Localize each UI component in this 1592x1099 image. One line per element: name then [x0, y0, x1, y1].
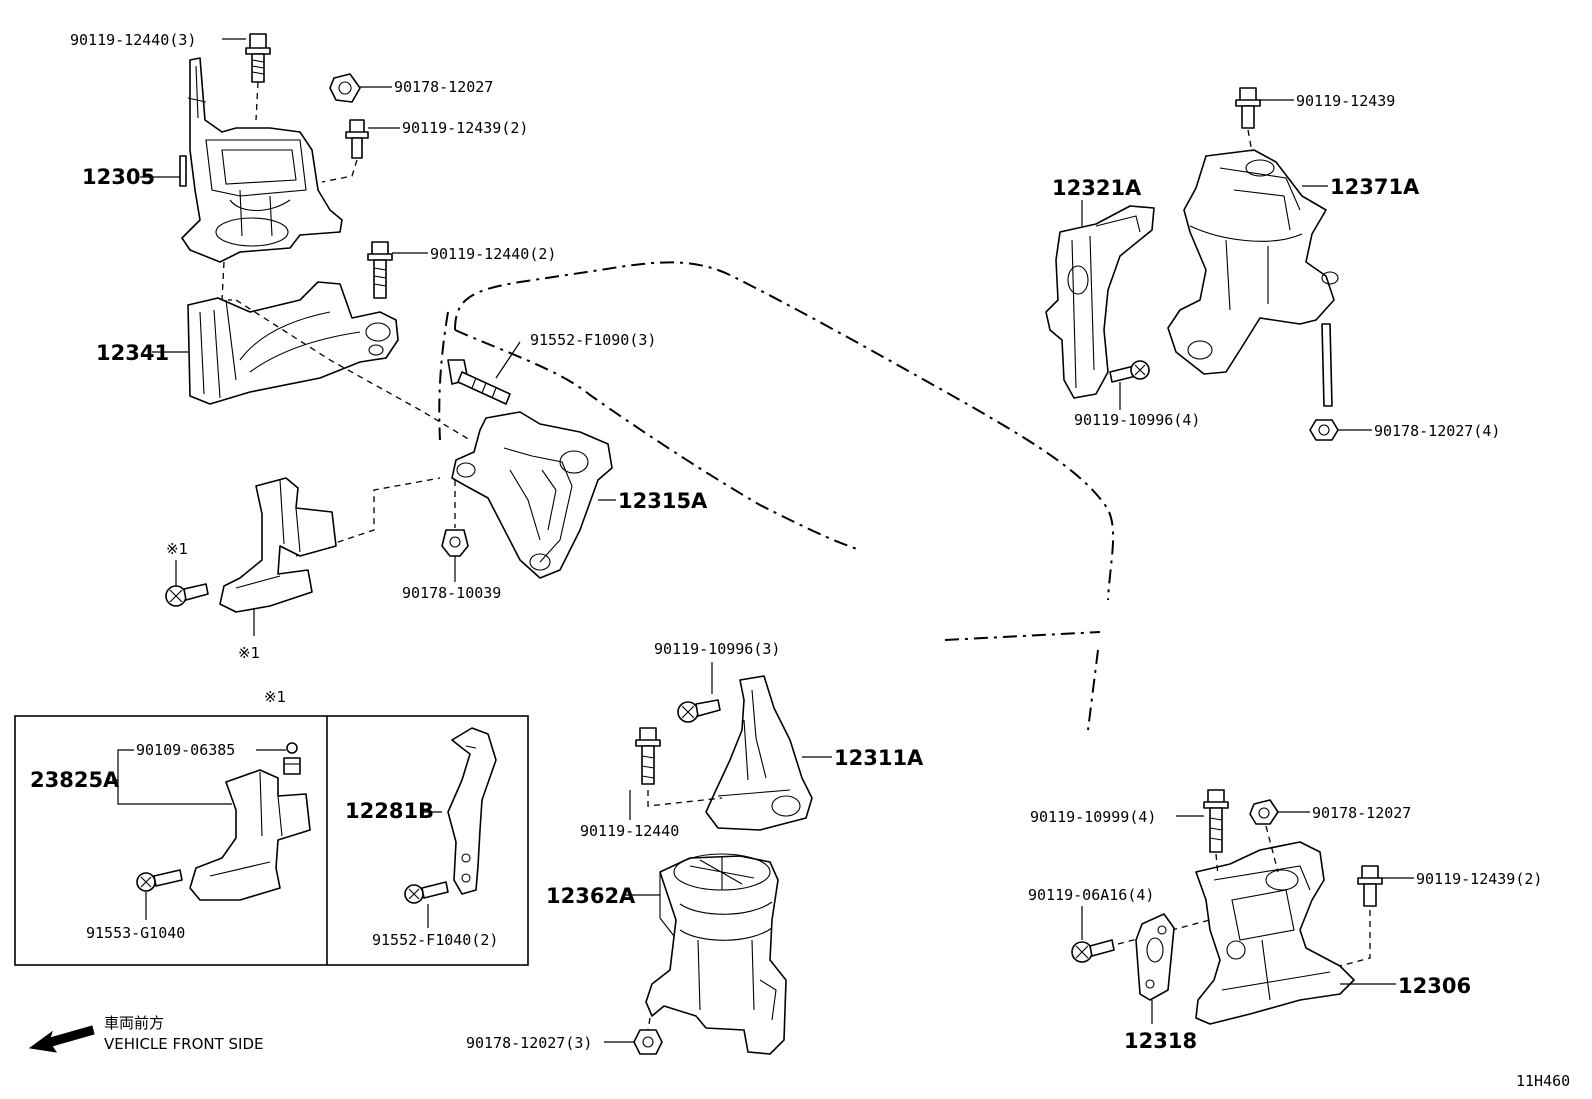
bolt-90119-12440-c [635, 727, 661, 785]
figure-code: 11H460 [1516, 1072, 1570, 1090]
label-90119-12439-2-a: 90119-12439(2) [402, 119, 528, 137]
label-12315a: 12315A [618, 489, 708, 513]
engine-outline [438, 261, 1115, 731]
bolt-91552-f1090 [447, 359, 511, 405]
bolt-91553-g1040 [136, 869, 183, 892]
label-90178-10039: 90178-10039 [402, 584, 501, 602]
vehicle-front-en: VEHICLE FRONT SIDE [104, 1035, 264, 1053]
bolt-90119-06a16-4 [1071, 939, 1115, 963]
label-90178-12027-a: 90178-12027 [394, 78, 493, 96]
bracket-12311a [705, 675, 813, 831]
vehicle-front-jp: 車両前方 [104, 1014, 164, 1032]
bracket-12315a [451, 411, 613, 579]
label-90178-12027-d: 90178-12027 [1312, 804, 1411, 822]
label-90119-06a16-4: 90119-06A16(4) [1028, 886, 1154, 904]
label-90119-10996-4: 90119-10996(4) [1074, 411, 1200, 429]
bolt-ref-1 [165, 583, 209, 607]
nut-90178-12027-4 [1309, 419, 1339, 441]
ref-mark-1-b: ※1 [238, 644, 260, 662]
vehicle-front-arrow [28, 1025, 95, 1053]
label-90109-06385: 90109-06385 [136, 741, 235, 759]
bracket-12341 [187, 281, 399, 405]
bolt-90119-12439-c [1357, 865, 1383, 907]
label-90119-12439-b: 90119-12439 [1296, 92, 1395, 110]
label-12311a: 12311A [834, 746, 924, 770]
bracket-ref-1 [219, 477, 337, 613]
bolt-90119-12440-mid [367, 241, 393, 299]
nut-90178-12027-d [1249, 799, 1279, 825]
label-90178-12027-4: 90178-12027(4) [1374, 422, 1500, 440]
label-90119-10996-3: 90119-10996(3) [654, 640, 780, 658]
label-90178-12027-3: 90178-12027(3) [466, 1034, 592, 1052]
bracket-12281b [447, 727, 497, 895]
label-12341: 12341 [96, 341, 169, 365]
bolt-91552-f1040 [404, 881, 449, 904]
nut-90178-12027-3 [633, 1029, 663, 1055]
label-12318: 12318 [1124, 1029, 1197, 1053]
plate-12318 [1135, 913, 1175, 1001]
label-12281b: 12281B [345, 799, 434, 823]
label-12321a: 12321A [1052, 176, 1142, 200]
label-91553-g1040: 91553-G1040 [86, 924, 185, 942]
nut-90178-12027-top [329, 73, 361, 103]
bolt-90109-06385 [283, 742, 301, 775]
ref-mark-1-c: ※1 [264, 688, 286, 706]
label-90119-10999-4: 90119-10999(4) [1030, 808, 1156, 826]
label-12371a: 12371A [1330, 175, 1420, 199]
ref-mark-1-a: ※1 [166, 540, 188, 558]
label-90119-12439-2-b: 90119-12439(2) [1416, 870, 1542, 888]
label-91552-f1040-2: 91552-F1040(2) [372, 931, 498, 949]
engine-mount-12305 [179, 57, 343, 263]
bracket-12321a [1045, 205, 1155, 399]
bolt-90119-10996-4 [1109, 360, 1150, 383]
label-90119-12440-2: 90119-12440(2) [430, 245, 556, 263]
nut-90178-10039 [441, 529, 469, 557]
detail-box [14, 715, 529, 966]
bolt-90119-10996-3 [677, 699, 721, 723]
label-91552-f1090-3: 91552-F1090(3) [530, 331, 656, 349]
label-23825a: 23825A [30, 768, 120, 792]
label-12306: 12306 [1398, 974, 1471, 998]
insulator-12371a [1167, 149, 1339, 407]
label-90119-12440-c: 90119-12440 [580, 822, 679, 840]
bracket-23825a [189, 769, 311, 901]
bolt-90119-12439-b [1235, 87, 1261, 129]
mount-12306 [1195, 841, 1355, 1025]
bolt-90119-10999-4 [1203, 789, 1229, 853]
bolt-90119-12440-top [245, 33, 271, 83]
label-90119-12440-3: 90119-12440(3) [70, 31, 196, 49]
label-12305: 12305 [82, 165, 155, 189]
insulator-12362a [645, 853, 787, 1055]
bolt-90119-12439-top [345, 119, 369, 159]
label-12362a: 12362A [546, 884, 636, 908]
